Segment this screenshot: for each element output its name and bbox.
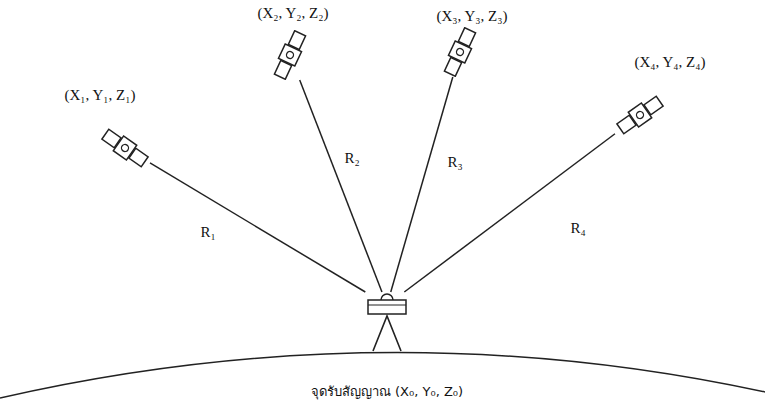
satellite-icon [100,123,150,173]
satellite-icon [435,27,485,77]
coordinate-label: (X₄, Y₄, Z₄) [635,54,706,71]
coordinate-label: (X₃, Y₃, Z₃) [437,8,508,25]
receiver: จุดรับสัญญาณ (X₀, Y₀, Z₀) [364,292,410,318]
range-label: R₃ [445,154,464,171]
range-label: R₁ [198,224,217,241]
coordinate-label: (X₁, Y₁, Z₁) [65,87,136,104]
coordinate-label: (X₂, Y₂, Z₂) [258,5,329,22]
satellite-icon [615,90,665,140]
range-label: R₂ [342,150,361,167]
satellite: (X₁, Y₁, Z₁) [100,123,150,173]
range-line [300,80,382,292]
satellite: (X₂, Y₂, Z₂) [265,30,315,80]
range-line [391,77,453,292]
receiver-caption: จุดรับสัญญาณ (X₀, Y₀, Z₀) [311,385,463,399]
satellite: (X₃, Y₃, Z₃) [435,27,485,77]
receiver-icon [364,292,410,318]
tripod [373,316,401,351]
range-line [404,134,615,292]
range-label: R₄ [568,220,587,237]
range-line [150,163,365,292]
satellite-icon [265,30,315,80]
satellite: (X₄, Y₄, Z₄) [615,90,665,140]
